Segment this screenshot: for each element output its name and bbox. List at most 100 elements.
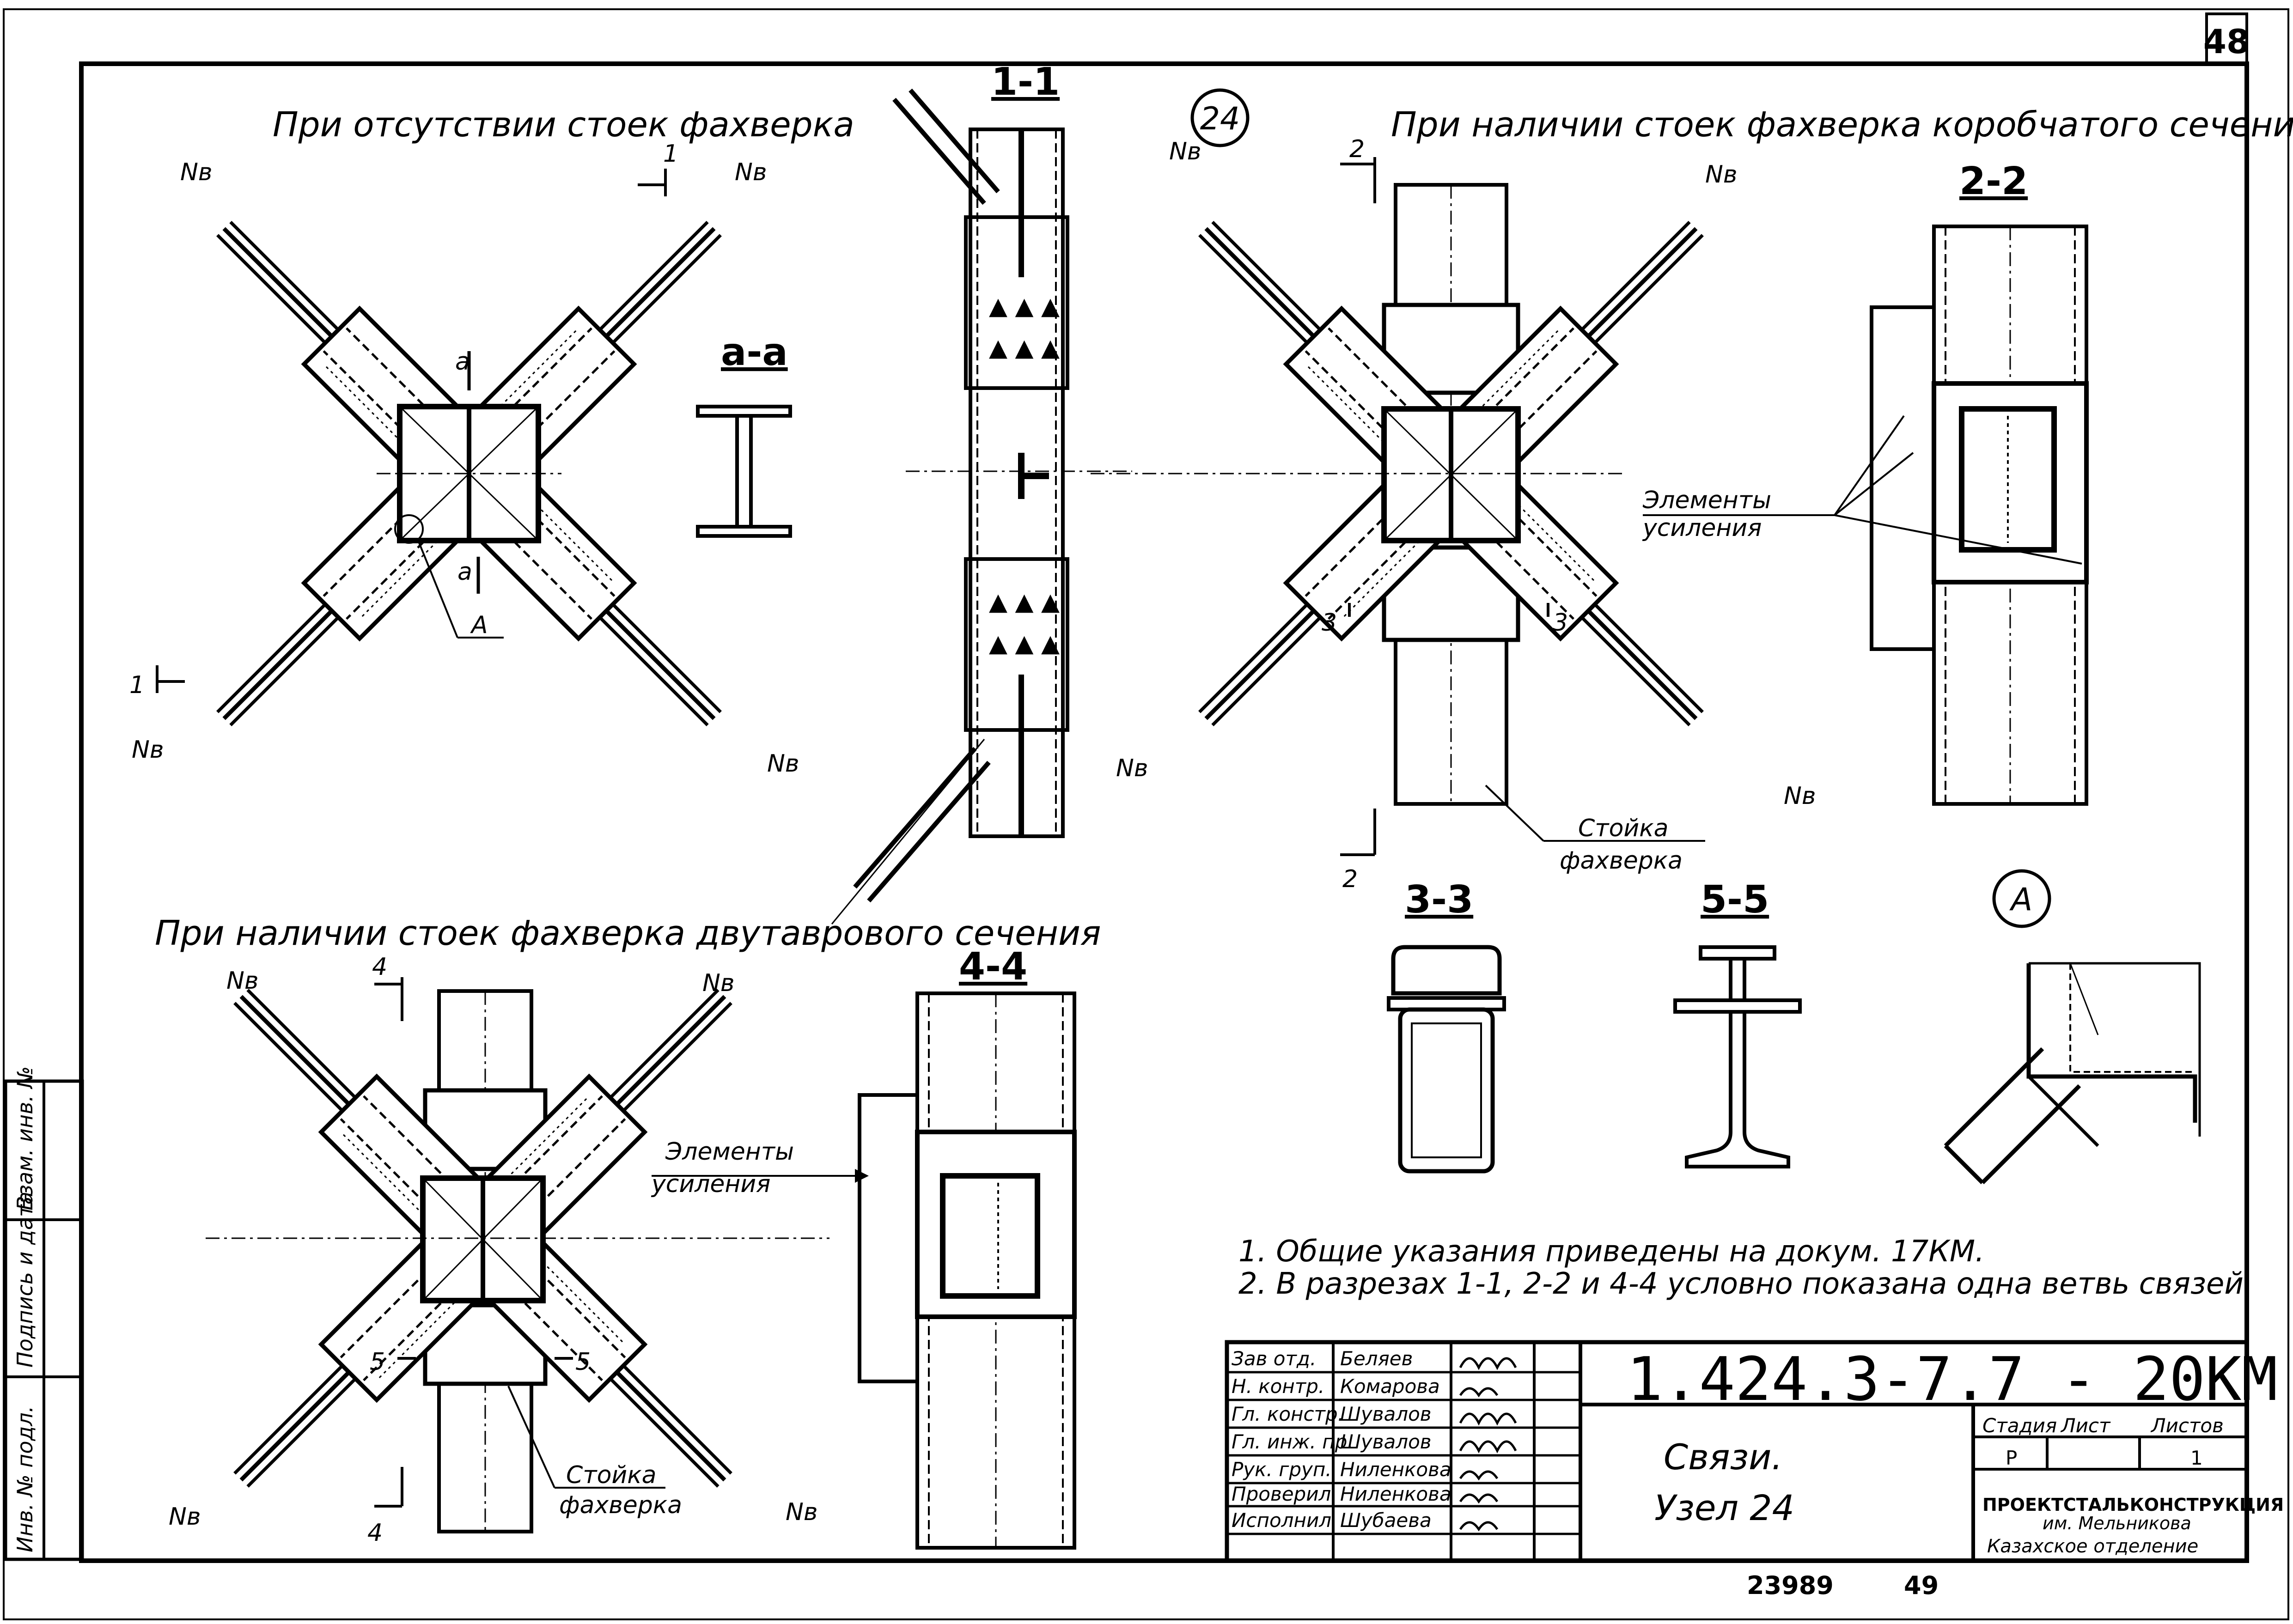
svg-text:▲ ▲ ▲: ▲ ▲ ▲ (989, 292, 1060, 320)
tb-role-5: Проверил (1232, 1483, 1331, 1505)
view-box-posts: 24 При наличии стоек фахверка коробчатог… (1091, 88, 2293, 893)
stamp-sign-date: Подпись и дата (12, 1192, 37, 1368)
tb-role-1: Н. контр. (1232, 1375, 1324, 1398)
general-notes: 1. Общие указания приведены на докум. 17… (1238, 1235, 2253, 1301)
title-block: Стадия Лист Листов Р 1 1.424.3-7.7 - 20К… (1225, 1340, 2284, 1563)
force-label-tl-3: Nв (132, 736, 164, 764)
view-title-ibeam-posts: При наличии стоек фахверка двутаврового … (155, 913, 1101, 953)
detail-a: А (1944, 869, 2201, 1185)
tb-org-line1: ПРОЕКТСТАЛЬКОНСТРУКЦИЯ (1982, 1495, 2284, 1515)
force-label-bl-4: Nв (786, 1498, 818, 1526)
section-label-2-2: 2-2 (1959, 159, 2028, 203)
signature-0 (1459, 1357, 1517, 1370)
archive-number: 23989 (1747, 1571, 1834, 1600)
cut-a-top: а (455, 348, 470, 376)
signature-6 (1459, 1521, 1499, 1532)
callout-post-line1-tr: Стойка (1578, 815, 1668, 842)
detail-badge: А (2009, 882, 2033, 918)
tb-stage-header: Стадия (1982, 1414, 2057, 1437)
cut-1-bottom: 1 (129, 671, 145, 699)
tb-title-line2: Узел 24 (1654, 1487, 1794, 1528)
view-title-no-posts: При отсутствии стоек фахверка (273, 105, 854, 145)
section-4-4: 4-4 Элементы усиления (651, 945, 1077, 1550)
callout-post-line1-bl: Стойка (566, 1461, 656, 1489)
tb-sheets-value: 1 (2190, 1447, 2203, 1469)
force-label-tr-3: Nв (1116, 754, 1148, 782)
section-label-1-1: 1-1 (991, 60, 1060, 104)
section-3-3: 3-3 (1387, 878, 1506, 1174)
callout-reinf-line2-bl: усиления (651, 1170, 770, 1198)
cut-2-top: 2 (1349, 135, 1365, 163)
force-label-tl-1: Nв (180, 158, 213, 186)
callout-post-line2-bl: фахверка (559, 1491, 682, 1519)
tb-name-1: Комарова (1340, 1375, 1440, 1398)
signature-5 (1459, 1493, 1499, 1504)
signature-1 (1459, 1387, 1499, 1398)
tb-stage-value: Р (2006, 1447, 2017, 1469)
tb-role-2: Гл. констр. (1232, 1403, 1344, 1425)
tb-role-3: Гл. инж. пр. (1232, 1430, 1354, 1453)
force-label-tr-2: Nв (1705, 161, 1738, 189)
force-label-tr-4: Nв (1784, 782, 1816, 810)
section-label-a-a: а-а (721, 330, 788, 374)
tb-role-0: Зав отд. (1232, 1347, 1316, 1370)
callout-post-line2-tr: фахверка (1560, 847, 1683, 875)
tb-name-5: Ниленкова (1340, 1483, 1451, 1505)
detail-ref-a: А (470, 611, 488, 639)
section-label-3-3: 3-3 (1405, 878, 1473, 922)
signature-3 (1459, 1440, 1517, 1454)
sheet-number: 48 (2203, 22, 2250, 61)
force-label-bl-3: Nв (169, 1503, 201, 1531)
note-1: 1. Общие указания приведены на докум. 17… (1238, 1235, 1984, 1269)
cut-5-right: 5 (575, 1348, 591, 1376)
cut-5-left: 5 (370, 1348, 385, 1376)
callout-reinf-line2-tr: усиления (1642, 514, 1762, 542)
tb-name-6: Шубаева (1340, 1509, 1432, 1532)
tb-name-3: Шувалов (1340, 1430, 1432, 1453)
page-number: 49 (1904, 1571, 1939, 1600)
tb-name-4: Ниленкова (1340, 1458, 1451, 1481)
view-title-box-posts: При наличии стоек фахверка коробчатого с… (1391, 105, 2293, 145)
cut-3-left: 3 (1322, 609, 1337, 637)
cut-a-bottom: а (457, 558, 472, 586)
stamp-inv-orig: Инв. № подл. (12, 1406, 37, 1552)
callout-reinf-line1-bl: Элементы (665, 1138, 794, 1166)
cut-3-right: 3 (1553, 609, 1568, 637)
force-label-bl-2: Nв (702, 969, 735, 997)
tb-title-line1: Связи. (1664, 1436, 1783, 1478)
cut-2-bottom: 2 (1342, 865, 1358, 893)
view-ibeam-posts: При наличии стоек фахверка двутаврового … (155, 913, 1101, 1547)
stamp-inv-replace: Взам. инв. № (12, 1066, 37, 1210)
tb-role-6: Исполнил (1232, 1509, 1331, 1532)
node-badge: 24 (1200, 101, 1240, 137)
section-label-4-4: 4-4 (959, 945, 1027, 989)
section-a-a: а-а (696, 330, 792, 538)
view-no-posts: При отсутствии стоек фахверка а а А 1 1 … (129, 105, 854, 778)
tb-name-2: Шувалов (1340, 1403, 1432, 1425)
tb-role-4: Рук. груп. (1232, 1458, 1332, 1481)
force-label-tl-4: Nв (767, 750, 799, 778)
section-2-2: 2-2 Элементы усиления (1642, 159, 2089, 806)
tb-sheet-header: Лист (2060, 1414, 2111, 1437)
svg-text:▲ ▲ ▲: ▲ ▲ ▲ (989, 588, 1060, 616)
note-2: 2. В разрезах 1-1, 2-2 и 4-4 условно пок… (1238, 1267, 2253, 1301)
signature-2 (1459, 1412, 1517, 1426)
tb-doc-code: 1.424.3-7.7 - 20КМ (1627, 1344, 2278, 1414)
section-1-1: 1-1 ▲ ▲ ▲ ▲ ▲ ▲ ▲ ▲ ▲ ▲ ▲ ▲ (831, 60, 1132, 925)
section-5-5: 5-5 (1673, 878, 1802, 1168)
side-stamp: Инв. № подл. Подпись и дата Взам. инв. № (4, 1066, 84, 1561)
force-label-tl-2: Nв (735, 158, 767, 186)
callout-reinf-line1-tr: Элементы (1642, 487, 1771, 514)
tb-name-0: Беляев (1340, 1347, 1413, 1370)
svg-text:▲ ▲ ▲: ▲ ▲ ▲ (989, 630, 1060, 657)
outer-border (3, 8, 2289, 1620)
cut-1-top: 1 (663, 140, 678, 168)
cut-4-top: 4 (372, 953, 387, 981)
tb-org-line3: Казахское отделение (1987, 1536, 2198, 1557)
tb-sheets-header: Листов (2150, 1414, 2224, 1437)
signature-4 (1459, 1470, 1499, 1481)
tb-org-line2: им. Мельникова (2043, 1513, 2191, 1533)
section-label-5-5: 5-5 (1701, 878, 1769, 922)
force-label-bl-1: Nв (226, 967, 259, 995)
